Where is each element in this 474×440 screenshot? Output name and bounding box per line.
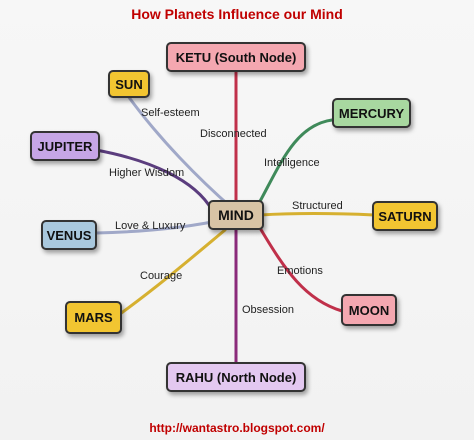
label-higher-wisdom: Higher Wisdom (109, 167, 185, 179)
node-moon: MOON (341, 294, 397, 326)
label-intelligence: Intelligence (264, 157, 320, 169)
node-venus: VENUS (41, 220, 97, 250)
node-mercury: MERCURY (332, 98, 411, 128)
label-courage: Courage (140, 270, 183, 282)
label-structured: Structured (292, 200, 343, 212)
node-ketu: KETU (South Node) (166, 42, 306, 72)
node-mind: MIND (208, 200, 264, 230)
label-love-luxury: Love & Luxury (115, 220, 186, 232)
node-rahu: RAHU (North Node) (166, 362, 306, 392)
link-sun (126, 94, 234, 210)
node-mars: MARS (65, 301, 122, 334)
diagram-title: How Planets Influence our Mind (131, 6, 343, 22)
link-mars (118, 228, 227, 316)
label-self-esteem: Self-esteem (141, 107, 200, 119)
label-emotions: Emotions (277, 265, 323, 277)
source-url: http://wantastro.blogspot.com/ (149, 421, 325, 435)
node-jupiter: JUPITER (30, 131, 100, 161)
label-disconnected: Disconnected (200, 128, 267, 140)
link-jupiter (94, 148, 214, 212)
link-moon (258, 226, 344, 313)
link-saturn (258, 212, 376, 217)
link-mercury (256, 118, 334, 207)
node-sun: SUN (108, 70, 150, 98)
link-venus (94, 220, 214, 235)
node-saturn: SATURN (372, 201, 438, 231)
label-obsession: Obsession (242, 304, 294, 316)
